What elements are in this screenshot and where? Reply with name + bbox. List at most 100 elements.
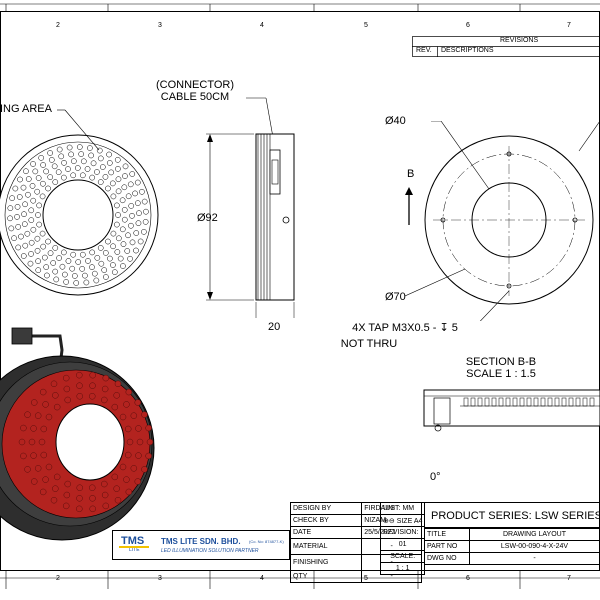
led-dot (41, 254, 48, 261)
iso-led (101, 385, 109, 393)
iso-led (64, 396, 71, 404)
zone-label: 7 (567, 575, 571, 582)
logo-sub: LITE (129, 547, 140, 553)
led-dot (35, 267, 42, 274)
back-view (405, 121, 600, 321)
section-scale: SCALE 1 : 1.5 (466, 368, 536, 380)
part-no-value: LSW-00-090-4-X-24V (469, 540, 600, 553)
section-led-slot (547, 397, 553, 407)
section-led-slot (498, 397, 504, 407)
led-dot (110, 243, 116, 250)
iso-led (113, 392, 120, 399)
led-dot (59, 263, 66, 270)
led-dot (105, 185, 111, 192)
size-label: SIZE (396, 517, 413, 525)
iso-led (114, 496, 122, 504)
zone-label: 2 (56, 575, 60, 582)
title-label: TITLE (424, 528, 470, 541)
led-dot (110, 193, 117, 200)
iso-led (101, 491, 109, 499)
led-dot (53, 276, 60, 283)
iso-led (50, 380, 58, 388)
section-led-slot (484, 397, 490, 407)
led-dot (14, 214, 20, 220)
led-dot (21, 211, 27, 218)
led-dot (58, 153, 65, 160)
iso-led (123, 476, 130, 483)
led-dot (114, 249, 121, 255)
iso-led (114, 380, 122, 388)
led-dot (125, 193, 132, 200)
iso-led (62, 502, 70, 510)
product-series: PRODUCT SERIES: LSW SERIES (431, 510, 600, 522)
led-dot (70, 158, 77, 165)
led-dot (106, 151, 112, 158)
iso-led (53, 403, 61, 411)
led-dot (91, 270, 98, 277)
revisions-title: REVISIONS (500, 37, 539, 44)
section-led-slot (554, 397, 560, 407)
led-dot (35, 175, 42, 181)
part-no-label: PART NO (424, 540, 470, 553)
section-led-slot (582, 397, 588, 407)
iso-led (141, 466, 148, 473)
led-dot (93, 277, 100, 284)
led-dot (68, 151, 74, 158)
title-value: DRAWING LAYOUT (469, 528, 600, 541)
section-marker: B (407, 168, 415, 180)
led-dot (85, 258, 91, 264)
iso-led (63, 491, 71, 499)
led-dot (108, 169, 115, 176)
led-dot (18, 233, 24, 240)
led-dot (47, 174, 54, 180)
led-dot (114, 156, 121, 163)
led-dot (28, 207, 35, 214)
led-dot (129, 239, 136, 246)
led-dot (75, 259, 82, 265)
led-dot (47, 250, 54, 257)
led-dot (94, 169, 100, 175)
led-dot (79, 172, 86, 179)
led-dot (8, 225, 15, 232)
led-dot (63, 279, 69, 285)
revisions-rev-col: REV. (416, 47, 432, 54)
iso-led (111, 473, 119, 481)
iso-led (113, 485, 120, 492)
iso-led (30, 425, 37, 432)
led-dot (120, 241, 127, 247)
led-dot (70, 172, 77, 179)
iso-led (40, 425, 48, 433)
iso-led (124, 425, 132, 433)
led-dot (117, 255, 124, 262)
led-dot (105, 238, 111, 245)
iso-led (76, 371, 83, 379)
led-dot (134, 200, 141, 206)
led-dot (69, 265, 76, 272)
zone-label: 3 (158, 22, 162, 29)
led-dot (82, 272, 88, 279)
tap-note-line2: NOT THRU (340, 338, 398, 350)
led-dot (128, 203, 135, 209)
lighting-area-leader (57, 109, 100, 151)
logo-stripe (119, 546, 149, 548)
led-dot (87, 145, 93, 151)
angle-label: 0° (430, 471, 441, 483)
iso-led (42, 401, 49, 408)
led-dot (80, 158, 87, 165)
revision-label: REVISION: (379, 526, 426, 539)
led-dot (35, 212, 41, 218)
led-dot (12, 185, 19, 192)
iso-led (63, 385, 71, 393)
led-dot (103, 274, 109, 280)
led-dot (141, 198, 148, 205)
iso-led (119, 463, 127, 471)
iso-led (53, 473, 61, 481)
led-dot (22, 242, 29, 249)
led-dot (90, 160, 97, 167)
led-dot (133, 247, 139, 254)
dwg-no-value: - (469, 552, 600, 565)
company-tagline: LED ILLUMINATION SOLUTION PARTNER (161, 548, 259, 554)
led-dot (101, 267, 108, 273)
led-dot (89, 264, 95, 271)
iso-led (89, 495, 96, 502)
